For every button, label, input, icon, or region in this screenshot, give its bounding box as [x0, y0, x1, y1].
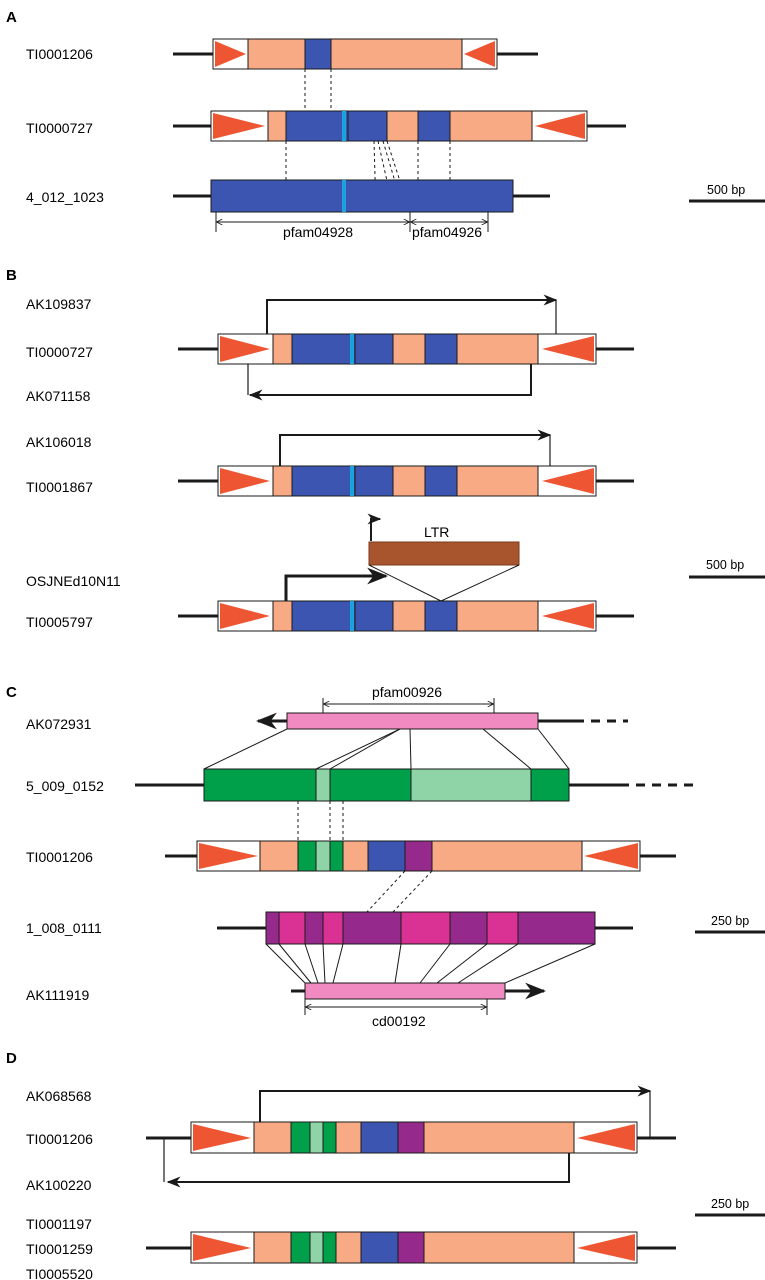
- element-ti0001867: [178, 465, 634, 497]
- label-ak100220: AK100220: [26, 1177, 92, 1193]
- dashed-alignments-a1: [304, 69, 332, 111]
- label-ti0001197: TI0001197: [26, 1216, 92, 1232]
- domain-label-pfam04928: pfam04928: [283, 224, 353, 240]
- blue-domain: [304, 38, 332, 70]
- scale-bar-d: 250 bp: [695, 1197, 765, 1217]
- domain-spans-a: pfam04928 pfam04926: [215, 212, 489, 240]
- panel-b-letter: B: [6, 267, 17, 284]
- panel-a-letter: A: [6, 9, 17, 26]
- label-ti0005520: TI0005520: [26, 1266, 93, 1280]
- label-ti0000727: TI0000727: [26, 344, 93, 360]
- panel-d-letter: D: [6, 1050, 17, 1067]
- domain-label-cd00192: cd00192: [372, 1013, 426, 1029]
- element-ti0005797: [178, 600, 634, 632]
- ltr-insertion: LTR: [367, 513, 520, 602]
- row-label-4_012_1023: 4_012_1023: [26, 189, 104, 205]
- label-ti0001259: TI0001259: [26, 1241, 93, 1257]
- domain-span-cd00192: cd00192: [304, 999, 488, 1029]
- mapping-lines-c2: [265, 943, 596, 984]
- transcript-ak109837: [266, 294, 558, 334]
- label-ti0001867: TI0001867: [26, 479, 93, 495]
- transcript-ak068568: [259, 1085, 652, 1138]
- mapping-lines-c1: [203, 728, 570, 770]
- scale-label-b: 500 bp: [706, 558, 744, 572]
- ltr-box: [368, 541, 520, 566]
- row-label-ti0000727: TI0000727: [26, 120, 93, 136]
- element-ti0001206-c: [165, 840, 676, 872]
- scale-label-c: 250 bp: [711, 914, 749, 928]
- scale-bar-c: 250 bp: [695, 914, 765, 934]
- element-ti0000727-b: [178, 333, 634, 365]
- ltr-label: LTR: [424, 524, 449, 540]
- transcript-ak100220: [163, 1138, 570, 1188]
- panel-c-letter: C: [6, 684, 17, 701]
- element-ti0001197-group: [146, 1231, 676, 1264]
- label-ak071158: AK071158: [26, 388, 91, 404]
- scale-label-a: 500 bp: [707, 183, 745, 197]
- label-ti0001206-c: TI0001206: [26, 849, 93, 865]
- scale-bar-b: 500 bp: [689, 558, 765, 579]
- element-5_009_0152: [135, 768, 698, 802]
- transcript-osjned10n11: [284, 567, 389, 601]
- scale-label-d: 250 bp: [711, 1197, 749, 1211]
- element-ti0000727-a: [173, 110, 626, 142]
- element-ti0001206-a: [173, 38, 538, 70]
- label-ak106018: AK106018: [26, 434, 92, 450]
- row-label-ti0001206: TI0001206: [26, 46, 93, 62]
- tir-triangle: [464, 41, 495, 67]
- domain-label-pfam00926: pfam00926: [372, 684, 442, 700]
- domain-span-pfam00926: pfam00926: [322, 684, 495, 713]
- transcript-ak071158: [247, 364, 532, 401]
- orf-region: [247, 38, 463, 70]
- label-ak109837: AK109837: [26, 296, 92, 312]
- label-osjned10n11: OSJNEd10N11: [26, 573, 121, 589]
- transcript-ak111919: [291, 982, 547, 1000]
- label-1_008_0111: 1_008_0111: [26, 920, 102, 936]
- transcript-ak072931: [255, 712, 628, 730]
- element-ti0001206-d: [146, 1121, 676, 1154]
- label-5_009_0152: 5_009_0152: [26, 778, 104, 794]
- transcript-ak106018: [279, 429, 552, 466]
- element-4_012_1023: [173, 179, 550, 213]
- tir-triangle: [215, 41, 246, 67]
- dashed-alignments-c1: [297, 801, 344, 841]
- label-ti0001206-d: TI0001206: [26, 1131, 93, 1147]
- label-ak072931: AK072931: [26, 716, 92, 732]
- label-ti0005797: TI0005797: [26, 614, 93, 630]
- label-ak111919: AK111919: [26, 987, 90, 1003]
- domain-label-pfam04926: pfam04926: [412, 224, 482, 240]
- label-ak068568: AK068568: [26, 1088, 92, 1104]
- scale-bar-a: 500 bp: [689, 183, 765, 203]
- element-1_008_0111: [217, 911, 633, 945]
